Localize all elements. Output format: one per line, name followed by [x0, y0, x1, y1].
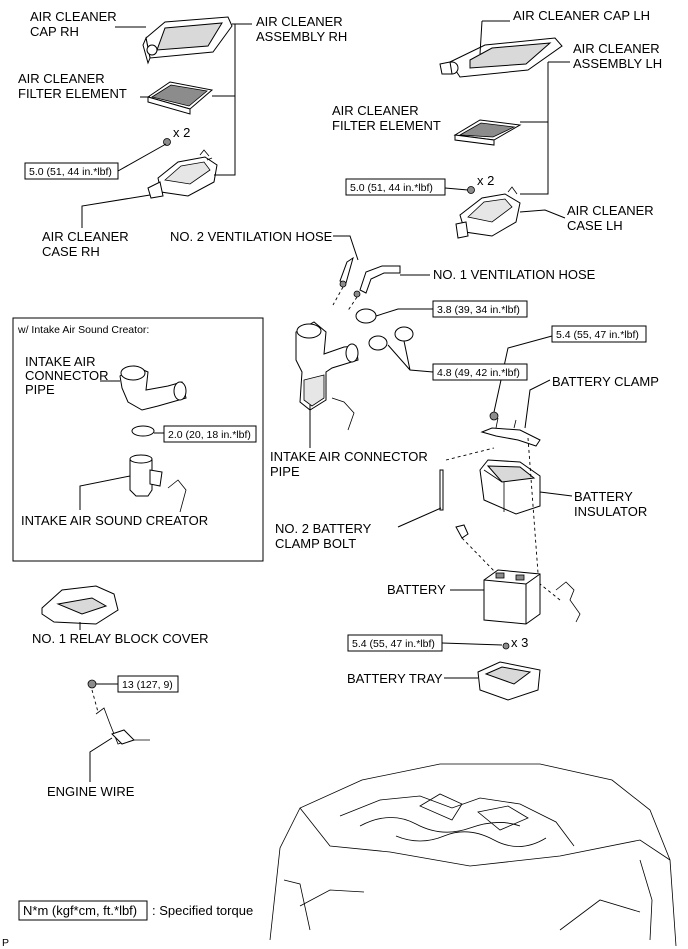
- corner-mark: P: [2, 937, 9, 949]
- case-lh-leader: [519, 209, 566, 219]
- battery-dash-lines: [445, 437, 561, 601]
- tray-bolt-drawing: [502, 642, 510, 650]
- air-cleaner-filter-element-lh-drawing: [453, 119, 522, 146]
- qty-case-rh-bolts: x 2: [173, 125, 190, 140]
- battery-clamp-nut-leader: [493, 335, 553, 413]
- hose-dash-lines: [332, 286, 358, 313]
- clamp-upper-leader: [375, 308, 433, 317]
- legend-torque-format: N*m (kgf*cm, ft.*lbf): [23, 903, 137, 918]
- intake-air-connector-pipe-drawing: [295, 321, 359, 431]
- clamp-lower-leader: [387, 340, 434, 373]
- label-intake-air-connector-pipe: INTAKE AIR CONNECTOR PIPE: [270, 449, 431, 479]
- torque-clamp-lower: 4.8 (49, 42 in.*lbf): [437, 367, 520, 379]
- torque-clamp-upper: 3.8 (39, 34 in.*lbf): [437, 304, 520, 316]
- label-engine-wire: ENGINE WIRE: [47, 784, 135, 799]
- no2-battery-clamp-bolt-drawing: [439, 469, 469, 539]
- air-cleaner-cap-lh-drawing: [439, 37, 563, 78]
- label-no2-ventilation-hose: NO. 2 VENTILATION HOSE: [170, 229, 333, 244]
- battery-insulator-drawing: [479, 459, 541, 515]
- label-air-cleaner-assembly-rh: AIR CLEANER ASSEMBLY RH: [256, 14, 347, 44]
- engine-wire-drawing: [87, 679, 150, 745]
- engine-wire-leader: [89, 737, 113, 782]
- air-cleaner-case-rh-drawing: [147, 149, 218, 199]
- torque-battery-clamp-nut: 5.4 (55, 47 in.*lbf): [556, 329, 639, 341]
- inset-title: w/ Intake Air Sound Creator:: [17, 324, 149, 336]
- torque-case-rh-bolts: 5.0 (51, 44 in.*lbf): [29, 166, 112, 178]
- label-battery-insulator: BATTERY INSULATOR: [574, 489, 647, 519]
- no2-ventilation-hose-drawing: [339, 256, 354, 288]
- battery-clamp-drawing: [480, 411, 541, 447]
- inset-sound-creator-drawing: [129, 454, 187, 513]
- air-cleaner-case-lh-drawing: [455, 186, 521, 239]
- label-no1-ventilation-hose: NO. 1 VENTILATION HOSE: [433, 267, 596, 282]
- air-cleaner-cap-rh-drawing: [142, 16, 233, 65]
- bolt-lh-leader: [444, 187, 469, 191]
- torque-case-lh-bolts: 5.0 (51, 44 in.*lbf): [350, 182, 433, 194]
- qty-battery-tray-bolts: x 3: [511, 635, 528, 650]
- torque-box-engine-wire: [117, 675, 179, 693]
- inset-intake-pipe-drawing: [119, 365, 187, 411]
- cap-lh-leader: [479, 20, 510, 55]
- qty-case-lh-bolts: x 2: [477, 173, 494, 188]
- inset-sound-creator-leader: [79, 475, 131, 510]
- torque-box-clamp-upper: [432, 300, 528, 318]
- no1-ventilation-hose-drawing: [353, 265, 401, 298]
- no2-hose-leader: [333, 235, 359, 261]
- label-air-cleaner-case-lh: AIR CLEANER CASE LH: [567, 203, 657, 233]
- label-air-cleaner-cap-lh: AIR CLEANER CAP LH: [513, 8, 650, 23]
- battery-tray-drawing: [477, 661, 541, 701]
- label-air-cleaner-case-rh: AIR CLEANER CASE RH: [42, 229, 132, 259]
- label-air-cleaner-filter-element-lh: AIR CLEANER FILTER ELEMENT: [332, 103, 441, 133]
- legend-torque-box: [18, 900, 148, 921]
- air-cleaner-filter-element-rh-drawing: [146, 81, 214, 115]
- torque-box-clamp-lower: [432, 363, 528, 381]
- case-rh-leader: [81, 194, 151, 228]
- torque-box-battery-clamp: [551, 325, 647, 343]
- clamp-lower-right-drawing: [394, 326, 414, 342]
- clamp-lower-left-drawing: [368, 335, 388, 351]
- inset-label-intake-air-sound-creator: INTAKE AIR SOUND CREATOR: [21, 513, 208, 528]
- inset-clamp-drawing: [131, 425, 155, 437]
- no1-relay-block-cover-drawing: [41, 585, 119, 625]
- label-air-cleaner-cap-rh: AIR CLEANER CAP RH: [30, 9, 120, 39]
- torque-engine-wire-nut: 13 (127, 9): [122, 679, 173, 691]
- torque-battery-tray-bolts: 5.4 (55, 47 in.*lbf): [352, 638, 435, 650]
- inset-label-intake-air-connector-pipe: INTAKE AIR CONNECTOR PIPE: [25, 354, 112, 397]
- torque-box-tray: [347, 634, 443, 652]
- bolt-clamp-leader: [397, 507, 442, 528]
- label-no1-relay-block-cover: NO. 1 RELAY BLOCK COVER: [32, 631, 209, 646]
- rh-assembly-leader: [212, 23, 252, 176]
- label-air-cleaner-filter-element-rh: AIR CLEANER FILTER ELEMENT: [18, 71, 127, 101]
- label-no2-battery-clamp-bolt: NO. 2 BATTERY CLAMP BOLT: [275, 521, 375, 551]
- lh-assembly-leader: [520, 61, 570, 195]
- label-battery: BATTERY: [387, 582, 446, 597]
- battery-clamp-leader: [524, 379, 551, 429]
- inset-torque: 2.0 (20, 18 in.*lbf): [168, 429, 251, 441]
- legend-description: : Specified torque: [152, 903, 253, 918]
- battery-drawing: [483, 569, 581, 625]
- bolt-lh-drawing: [467, 186, 475, 194]
- engine-compartment-drawing: [269, 763, 677, 947]
- label-battery-tray: BATTERY TRAY: [347, 671, 443, 686]
- bolt-rh-leader: [117, 143, 167, 172]
- tray-bolt-leader: [441, 642, 503, 646]
- label-air-cleaner-assembly-lh: AIR CLEANER ASSEMBLY LH: [573, 41, 663, 71]
- torque-box-case-lh: [345, 178, 446, 196]
- torque-box-case-rh: [24, 162, 119, 180]
- inset-torque-box: [163, 425, 257, 443]
- bolt-rh-drawing: [163, 138, 171, 146]
- battery-insulator-leader: [539, 491, 573, 497]
- label-battery-clamp: BATTERY CLAMP: [552, 374, 659, 389]
- clamp-upper-drawing: [355, 308, 377, 324]
